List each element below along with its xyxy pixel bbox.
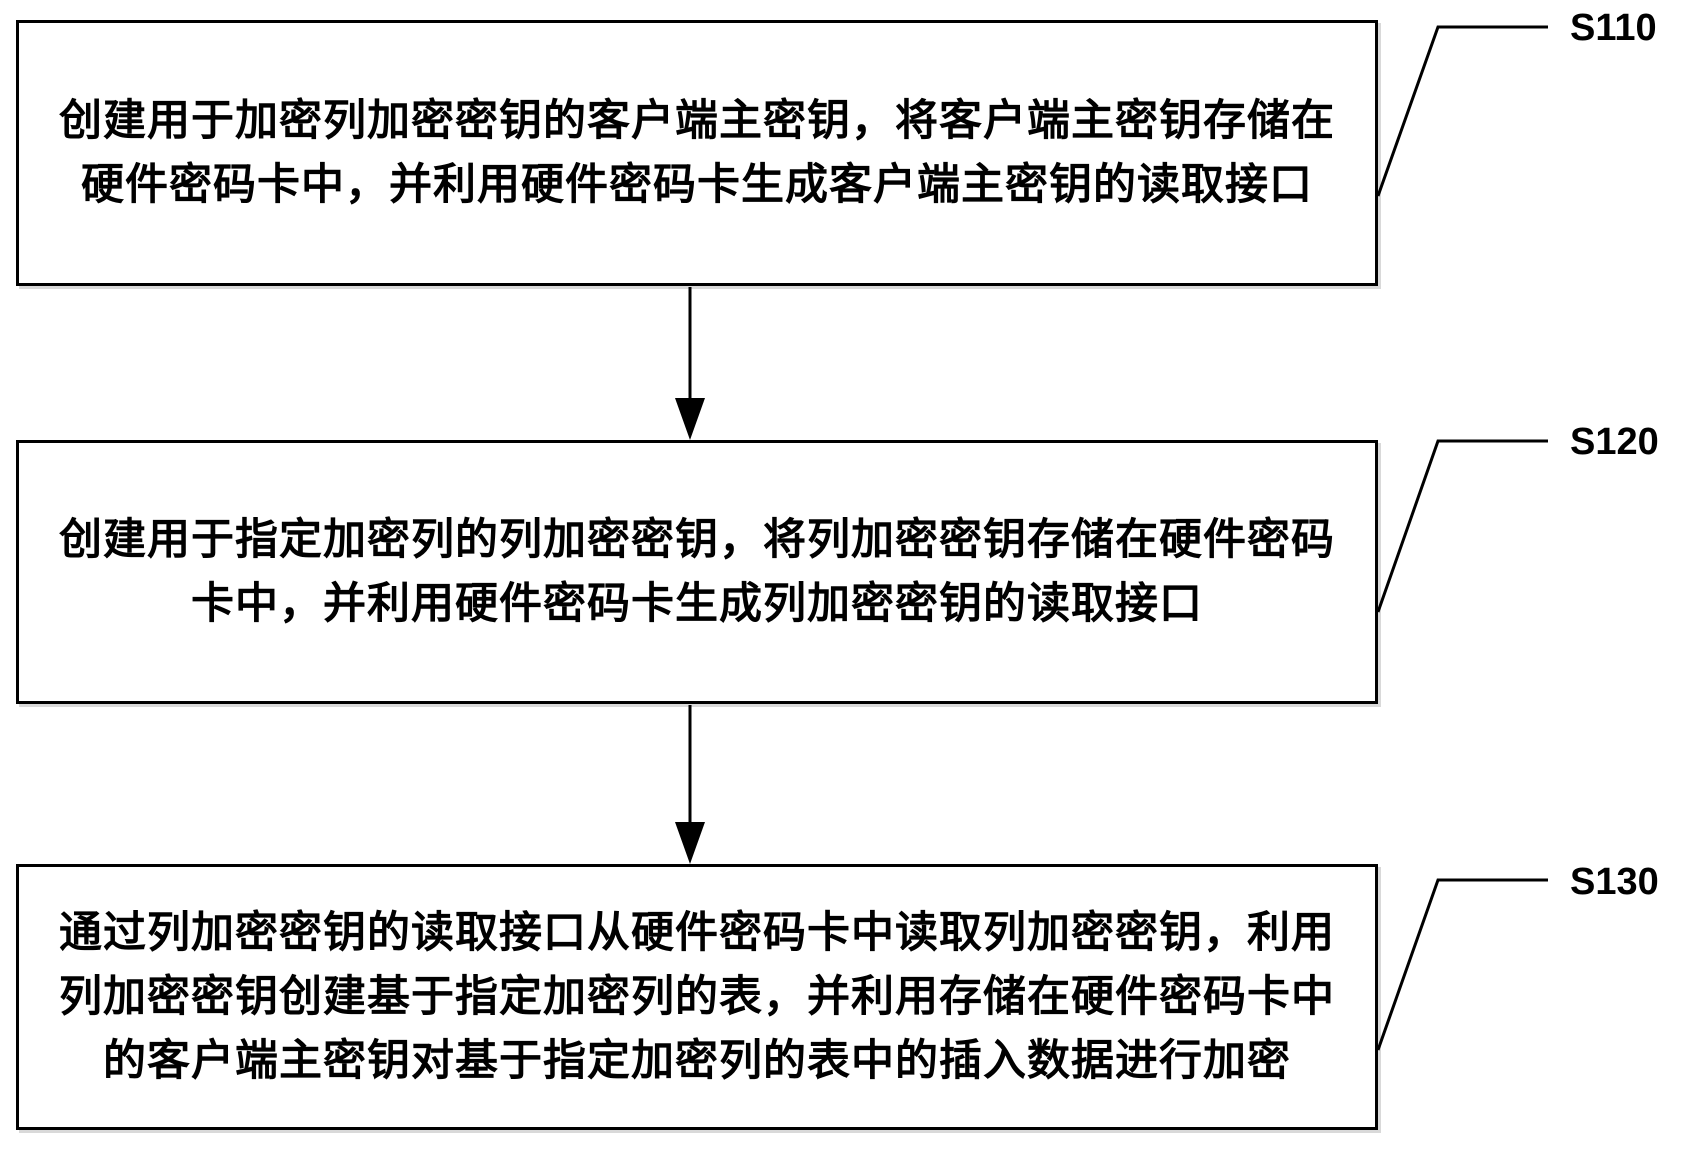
leader-line-s120 bbox=[1376, 439, 1548, 613]
arrowhead-2 bbox=[675, 822, 705, 864]
step-id-s120: S120 bbox=[1570, 421, 1659, 463]
leader-line-s110 bbox=[1376, 25, 1548, 197]
step-box-s130: 通过列加密密钥的读取接口从硬件密码卡中读取列加密密钥，利用列加密密钥创建基于指定… bbox=[16, 864, 1378, 1130]
leader-line-s130 bbox=[1376, 878, 1548, 1051]
step-box-s110: 创建用于加密列加密密钥的客户端主密钥，将客户端主密钥存储在硬件密码卡中，并利用硬… bbox=[16, 20, 1378, 286]
step-text-s110: 创建用于加密列加密密钥的客户端主密钥，将客户端主密钥存储在硬件密码卡中，并利用硬… bbox=[59, 96, 1335, 210]
step-id-s110: S110 bbox=[1570, 7, 1657, 49]
step-text-s120: 创建用于指定加密列的列加密密钥，将列加密密钥存储在硬件密码卡中，并利用硬件密码卡… bbox=[59, 515, 1335, 629]
step-text-s130: 通过列加密密钥的读取接口从硬件密码卡中读取列加密密钥，利用列加密密钥创建基于指定… bbox=[59, 908, 1335, 1086]
arrowhead-1 bbox=[675, 398, 705, 440]
step-box-s120: 创建用于指定加密列的列加密密钥，将列加密密钥存储在硬件密码卡中，并利用硬件密码卡… bbox=[16, 440, 1378, 704]
step-id-s130: S130 bbox=[1570, 861, 1659, 903]
